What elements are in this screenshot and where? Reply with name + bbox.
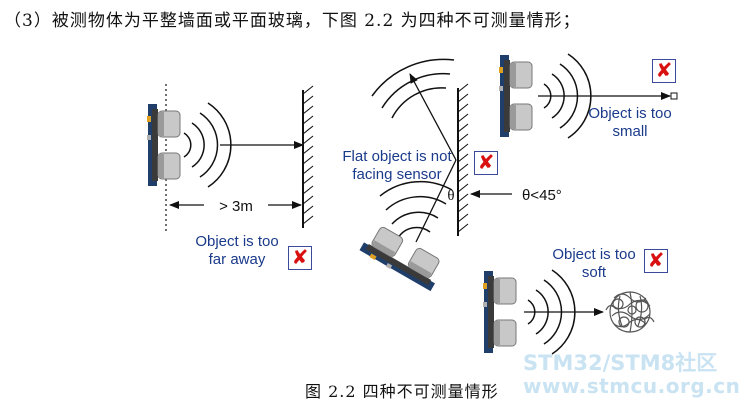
watermark: STM32/STM8社区 www.stmcu.org.cn [523, 351, 741, 398]
far-away-label: Object is too far away [195, 233, 279, 268]
scenario-small [498, 53, 678, 139]
fail-x-icon: ✘ [644, 248, 668, 273]
ultrasonic-sensor [498, 54, 533, 138]
wall-hatching [457, 83, 469, 233]
reflected-beam [409, 73, 457, 161]
theta-symbol: θ [447, 188, 454, 204]
distance-label: > 3m [219, 198, 253, 215]
scenario-soft [482, 269, 655, 355]
scenario-angled: θ θ<45° [358, 58, 562, 293]
scenario-far-away: > 3m [146, 84, 314, 232]
ultrasonic-sensor [482, 270, 517, 354]
sensor-waves [379, 180, 453, 239]
fail-x-icon: ✘ [474, 150, 498, 175]
angle-limit-label: θ<45° [522, 187, 562, 204]
soft-object [605, 291, 655, 333]
fail-x-icon: ✘ [288, 245, 312, 270]
too-small-label: Object is too small [588, 105, 672, 140]
small-target [670, 92, 678, 100]
section-header: （3）被测物体为平整墙面或平面玻璃，下图 2.2 为四种不可测量情形； [4, 11, 581, 31]
wall-hatching [302, 85, 314, 225]
reflected-waves [371, 58, 455, 119]
fail-x-icon: ✘ [652, 58, 676, 83]
too-soft-label: Object is too soft [552, 246, 636, 281]
ultrasonic-sensor [146, 103, 181, 187]
not-facing-label: Flat object is not facing sensor [342, 148, 452, 183]
figure-caption: 图 2.2 四种不可测量情形 [305, 382, 499, 401]
